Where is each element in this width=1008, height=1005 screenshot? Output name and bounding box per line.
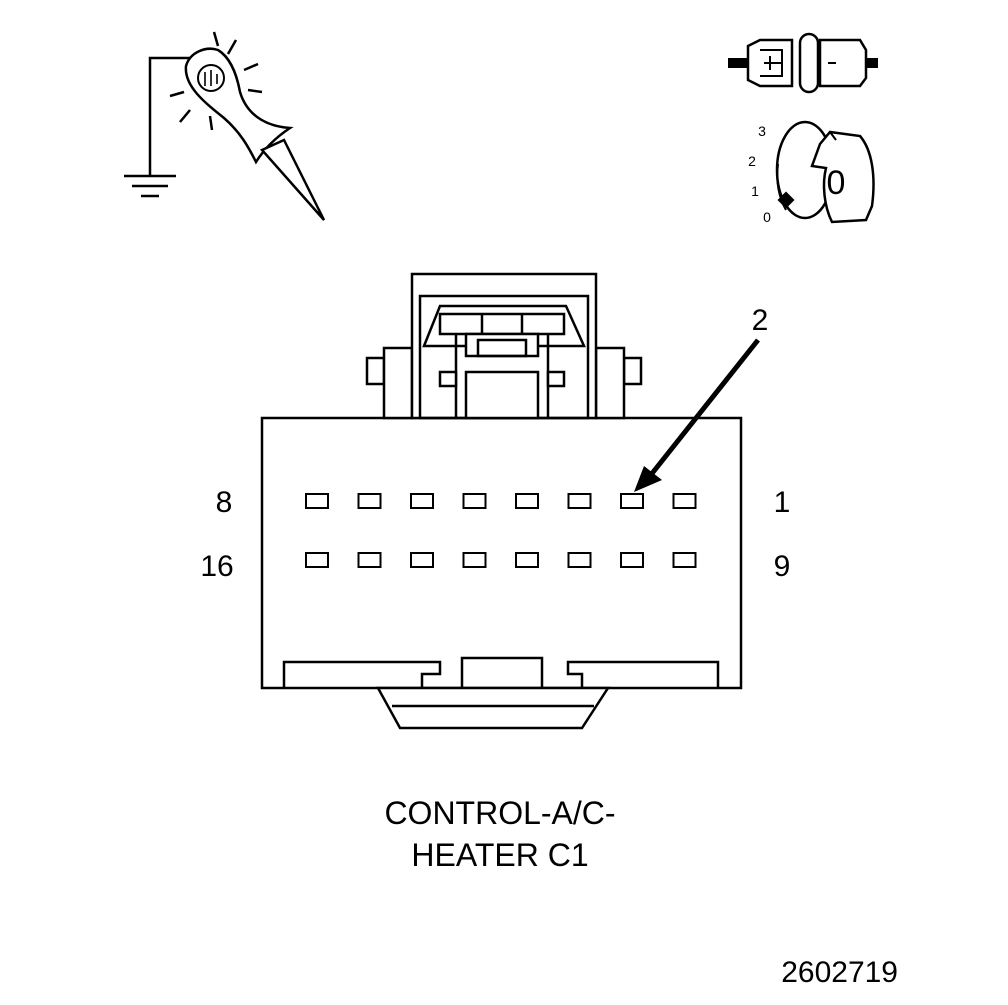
pin-cavity-4 (515, 493, 539, 509)
ground-symbol-icon (124, 174, 176, 198)
ignition-key-label: 0 (827, 164, 846, 202)
pin-label-1: 1 (774, 486, 791, 519)
pin-row-upper (305, 493, 697, 509)
figure-id: 2602719 (781, 956, 898, 989)
pin-cavity-11 (567, 552, 592, 568)
pin-row-lower (305, 552, 697, 568)
ignition-position-2: 2 (748, 153, 756, 169)
ignition-position-0: 0 (763, 209, 771, 225)
unplugged-connector-icon (728, 32, 878, 94)
test-light-probe-icon (124, 31, 326, 221)
pin-cavity-13 (462, 552, 487, 568)
pin-cavity-15 (357, 552, 382, 568)
pin-cavity-12 (515, 552, 539, 568)
pin-label-9: 9 (774, 550, 791, 583)
ignition-position-3: 3 (758, 123, 766, 139)
pin-cavity-9 (672, 552, 697, 568)
pin-cavity-14 (410, 552, 434, 568)
callout-arrow (634, 338, 760, 492)
pin-cavity-6 (410, 493, 434, 509)
pin-cavity-5 (462, 493, 487, 509)
pin-cavity-8 (305, 493, 329, 509)
pin-cavity-1 (672, 493, 697, 509)
pin-cavity-3 (567, 493, 592, 509)
pin-cavity-10 (620, 552, 644, 568)
connector-title-line1: CONTROL-A/C- (384, 795, 615, 831)
ignition-position-1: 1 (751, 183, 759, 199)
ignition-switch-key-icon: 0 0 1 2 3 (748, 120, 875, 225)
pin-label-16: 16 (200, 550, 233, 583)
connector-face (260, 272, 743, 730)
callout-label: 2 (752, 304, 769, 337)
pin-cavity-7 (357, 493, 382, 509)
pin-cavity-16 (305, 552, 329, 568)
pin-cavity-2 (620, 493, 644, 509)
pin-label-8: 8 (216, 486, 233, 519)
connector-title-line2: HEATER C1 (411, 837, 588, 873)
